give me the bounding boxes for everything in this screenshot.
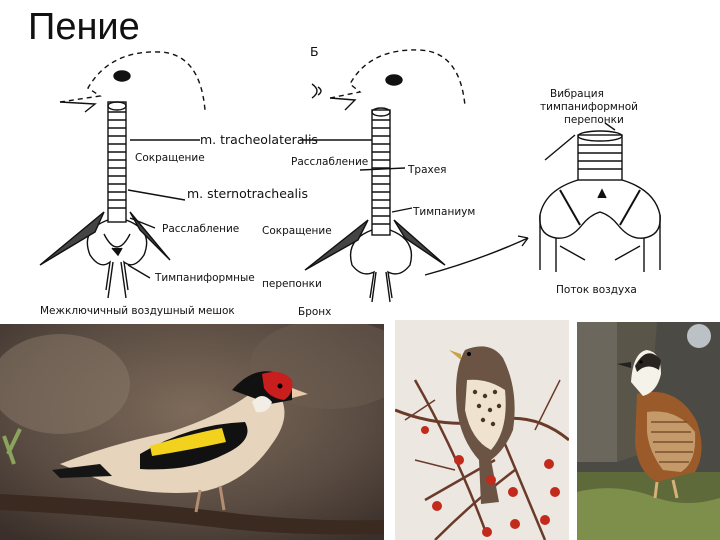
label-vibration-2: тимпаниформной [540, 101, 638, 113]
right-bird-eye [385, 74, 403, 86]
fieldfare-illustration [395, 320, 569, 540]
duck-illustration [577, 322, 720, 540]
arrow-to-detail [424, 237, 529, 276]
left-muscle-left [39, 211, 105, 266]
detail-syrinx [539, 130, 661, 272]
label-membranes: перепонки [262, 278, 322, 290]
left-bird-head [59, 51, 206, 111]
label-tracheolateralis: m. tracheolateralis [200, 132, 318, 147]
goldfinch-illustration [0, 324, 384, 540]
duck-photo [577, 322, 720, 540]
right-muscle-right [393, 219, 446, 266]
label-sternotrachealis: m. sternotrachealis [187, 186, 309, 201]
label-bronchus: Бронх [298, 306, 332, 318]
right-bird-head [329, 49, 466, 107]
label-contraction-right: Сокращение [262, 225, 332, 237]
left-bird-eye [113, 70, 131, 82]
label-tympanum: Тимпаниум [413, 206, 476, 218]
fieldfare-photo [395, 320, 569, 540]
label-tympaniform: Тимпаниформные [155, 272, 255, 284]
right-syrinx [349, 229, 413, 299]
right-muscle-left [304, 219, 369, 271]
slide-title: Пение [28, 6, 140, 48]
label-airflow: Поток воздуха [556, 284, 637, 296]
syrinx-diagram-drawing [39, 49, 661, 303]
label-interclavicular-sac: Межключичный воздушный мешок [40, 305, 235, 317]
right-trachea [371, 107, 391, 236]
label-vibration-3: перепонки [564, 114, 624, 126]
syrinx-diagram: Б m. tracheolateralis Сокращение m. ster… [0, 40, 720, 325]
label-relaxation-left: Расслабление [162, 223, 240, 235]
label-relaxation-right: Расслабление [291, 156, 369, 168]
label-contraction-left: Сокращение [135, 152, 205, 164]
label-vibration-1: Вибрация [550, 88, 604, 100]
label-trachea: Трахея [408, 164, 447, 176]
panel-letter: Б [310, 44, 319, 59]
sound-waves-icon [311, 83, 322, 99]
left-muscle-right [129, 211, 171, 261]
left-trachea [107, 101, 127, 223]
goldfinch-photo [0, 324, 384, 540]
